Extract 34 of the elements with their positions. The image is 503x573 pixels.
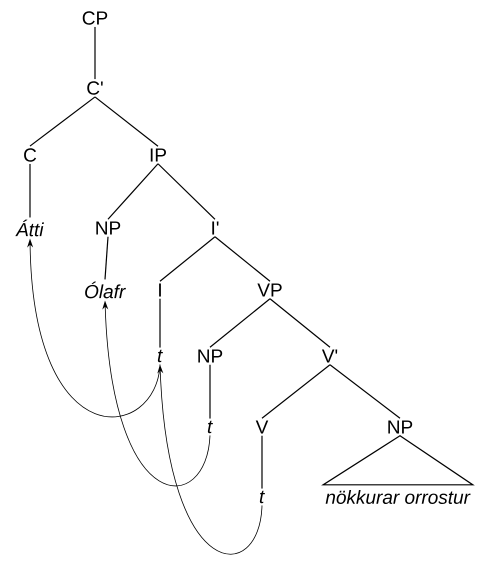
tree-branch — [209, 364, 211, 419]
word: Ólafr — [85, 282, 126, 298]
tree-branch — [94, 26, 96, 80]
tree-branch — [262, 364, 330, 419]
category-label: CP — [82, 11, 108, 25]
word: t — [208, 420, 213, 434]
tree-branch — [210, 298, 270, 348]
word: Átti — [15, 220, 44, 236]
category-label: I — [159, 283, 161, 297]
tree-branch — [159, 298, 161, 348]
category-label: V' — [322, 349, 338, 363]
category-label: C — [24, 148, 36, 162]
tree-branch — [330, 364, 400, 419]
tree-branch — [104, 236, 109, 280]
category-label: C' — [87, 81, 103, 95]
category-label: V — [256, 420, 268, 434]
tree-branch — [270, 298, 330, 348]
category-label: I' — [212, 221, 218, 235]
category-label: NP — [96, 221, 120, 235]
tree-branch — [214, 236, 270, 282]
tree-branch — [158, 163, 216, 220]
tree-branch — [160, 236, 216, 282]
category-label: IP — [150, 148, 166, 162]
category-label: NP — [388, 420, 412, 434]
category-label: NP — [198, 349, 222, 363]
tree-branch — [108, 163, 158, 220]
tree-branch — [29, 164, 31, 218]
word: t — [260, 490, 265, 504]
tree-branch — [94, 96, 158, 147]
category-label: VP — [257, 283, 282, 297]
tree-branch — [261, 436, 263, 489]
word: t — [158, 350, 163, 362]
word: nökkurar orrostur — [326, 490, 471, 504]
tree-branch — [30, 96, 96, 147]
